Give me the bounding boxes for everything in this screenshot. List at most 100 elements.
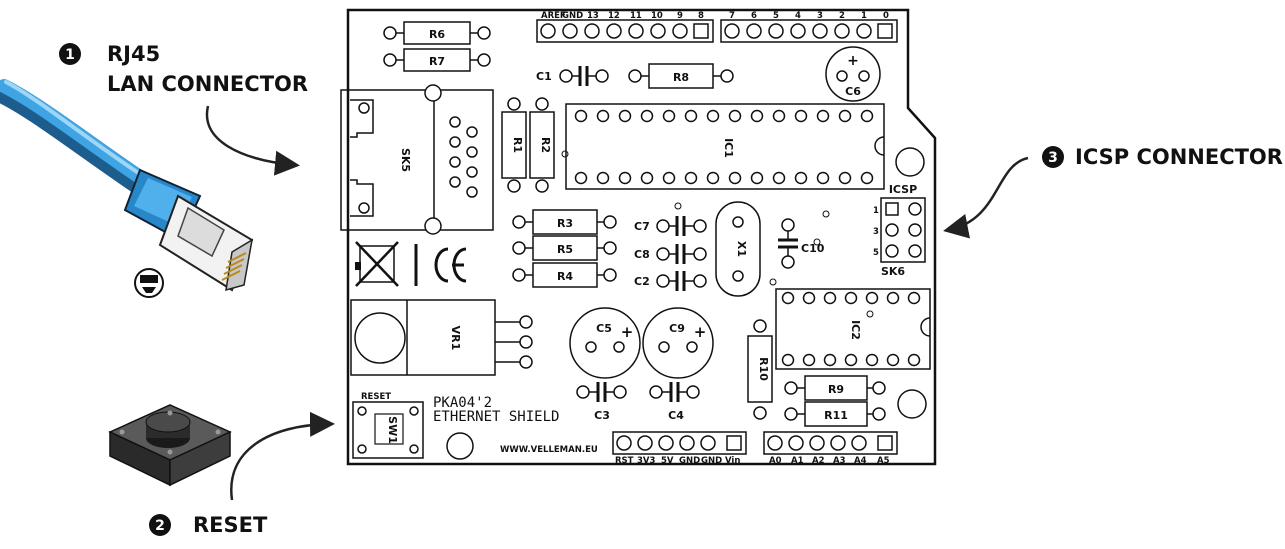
pin-label: RST (615, 456, 634, 466)
capacitor-c7: C7 (634, 216, 707, 236)
pin-number: 1 (873, 206, 879, 216)
component-label: R9 (828, 383, 844, 396)
weee-bin-icon (355, 241, 399, 287)
rj45-jack-sk5: SK5 (340, 84, 494, 235)
ic1-microcontroller: IC1 (561, 103, 885, 190)
pin-label: 6 (751, 11, 757, 21)
svg-text:+: + (621, 323, 634, 341)
component-label: X1 (735, 241, 748, 257)
component-label: C8 (634, 248, 650, 261)
component-label: VR1 (449, 326, 462, 351)
voltage-regulator-vr1: VR1 (350, 299, 533, 376)
pin-label: 1 (861, 11, 867, 21)
header-analog: A0 A1 A2 A3 A4 A5 (763, 431, 898, 466)
callout-title-line1: ICSP CONNECTOR (1075, 145, 1283, 169)
component-label: C10 (801, 242, 825, 255)
pin-label: 8 (698, 11, 704, 21)
callout-number: 3 (1048, 150, 1058, 166)
callout-icsp: 3 ICSP CONNECTOR (1042, 145, 1283, 169)
header-digital-high: AREF GND 13 12 11 10 9 8 (536, 11, 714, 43)
component-label: C9 (669, 322, 685, 335)
resistor-r2: R2 (529, 97, 555, 193)
ic2-chip: IC2 (775, 288, 931, 370)
pin-label: 2 (839, 11, 845, 21)
pin-label: 5V (661, 456, 674, 466)
mounting-hole (897, 389, 927, 419)
resistor-r5: R5 (512, 235, 617, 261)
pcb-board: AREF GND 13 12 11 10 9 8 7 6 5 4 3 2 (340, 8, 937, 466)
callout-arrow-reset (230, 411, 335, 501)
capacitor-c3: C3 (576, 382, 627, 422)
component-label: C4 (668, 409, 684, 422)
capacitor-c6: + C6 (825, 46, 881, 102)
pin-label: 3V3 (637, 456, 655, 466)
pin-number: 5 (873, 248, 879, 258)
pin-label: 9 (677, 11, 683, 21)
component-label: SK6 (881, 265, 905, 278)
resistor-r10: R10 (747, 319, 773, 420)
board-name: ETHERNET SHIELD (433, 409, 559, 425)
callout-number-badge (149, 514, 171, 536)
component-label: R8 (673, 71, 689, 84)
icsp-header-sk6: ICSP 1 3 5 SK6 (873, 183, 926, 278)
component-label: R10 (757, 357, 770, 381)
resistor-r11: R11 (784, 401, 886, 427)
pin-label: GND (701, 456, 722, 466)
callout-arrow-icsp (943, 156, 1029, 239)
resistor-r9: R9 (784, 375, 886, 401)
component-label: SK5 (399, 148, 412, 172)
header-digital-low: 7 6 5 4 3 2 1 0 (720, 11, 898, 43)
resistor-r6: R6 (383, 21, 491, 45)
component-label: R4 (557, 270, 573, 283)
board-model: PKA04'2 (433, 395, 492, 411)
pin-label: 10 (651, 11, 663, 21)
icsp-label: ICSP (889, 183, 917, 196)
pin-label: 5 (773, 11, 779, 21)
capacitor-c10: C10 (769, 210, 830, 286)
capacitor-c8: C8 (634, 244, 707, 264)
callout-arrow-rj45 (205, 105, 300, 176)
reset-label: RESET (361, 392, 391, 402)
pin-label: Vin (725, 456, 740, 466)
pin-label: GND (562, 11, 583, 21)
mounting-hole (446, 432, 474, 460)
wee-electrical-symbol-icon (134, 268, 164, 298)
callout-rj45: 1 RJ45 LAN CONNECTOR (59, 42, 308, 96)
pin-label: A4 (854, 456, 867, 466)
component-label: IC2 (849, 320, 862, 340)
component-label: R1 (511, 137, 524, 153)
pin-label: AREF (541, 11, 566, 21)
component-label: R5 (557, 243, 573, 256)
resistor-r8: R8 (628, 63, 734, 89)
resistor-r3: R3 (512, 209, 617, 235)
resistor-r4: R4 (512, 262, 617, 288)
component-label: C7 (634, 220, 650, 233)
rj45-cable-illustration (0, 79, 254, 292)
pin-label: 0 (883, 11, 889, 21)
component-label: R11 (824, 409, 848, 422)
pin-label: A0 (769, 456, 782, 466)
component-label: C6 (845, 85, 861, 98)
callout-number: 1 (65, 47, 75, 63)
component-label: C5 (596, 322, 612, 335)
callout-number-badge (1042, 146, 1064, 168)
pin-label: 12 (608, 11, 620, 21)
pin-number: 3 (873, 227, 879, 237)
pin-label: 4 (795, 11, 801, 21)
reset-switch-sw1: RESET SW1 (352, 392, 424, 459)
callout-title-line1: RJ45 (107, 42, 160, 66)
pin-label: 3 (817, 11, 823, 21)
component-label: C3 (594, 409, 610, 422)
capacitor-c1: C1 (536, 66, 609, 86)
capacitor-c4: C4 (649, 382, 700, 422)
callout-number-badge (59, 43, 81, 65)
crystal-x1: X1 (715, 201, 761, 297)
pin-label: 7 (729, 11, 735, 21)
ce-mark-icon (434, 247, 467, 283)
component-label: C2 (634, 275, 650, 288)
component-label: R6 (429, 28, 445, 41)
pin-label: A1 (791, 456, 804, 466)
component-label: IC1 (722, 138, 735, 158)
component-label: R7 (429, 55, 445, 68)
